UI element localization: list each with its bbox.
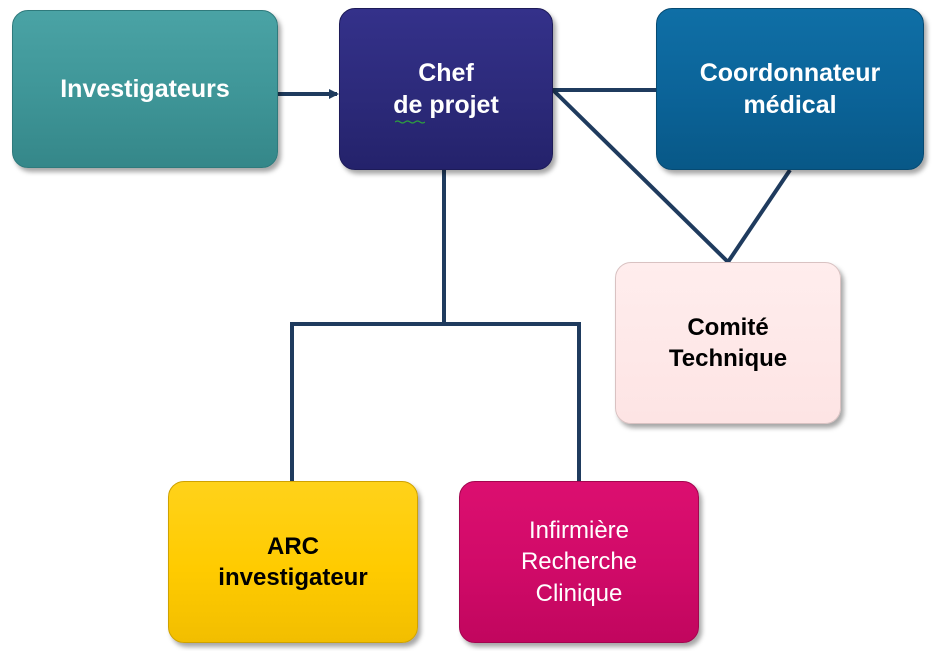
node-infirmiere-label-line-3: Clinique	[535, 579, 623, 607]
node-infirmiere-label-line-2: Recherche	[520, 548, 638, 576]
node-chef-label-line-2: de projet	[393, 89, 499, 124]
node-infirmiere-label-line-1: Infirmière	[528, 517, 630, 545]
edge-chef-to-arc	[290, 322, 444, 481]
edge-chef-to-comite	[551, 88, 730, 264]
node-comite-technique: Comité Technique	[615, 262, 841, 424]
node-coordonnateur-label-line-2: médical	[743, 91, 837, 119]
node-arc-label-line-2: investigateur	[218, 564, 368, 591]
node-arc-investigateur: ARC investigateur	[168, 481, 418, 643]
node-investigateurs-label: Investigateurs	[60, 74, 230, 103]
node-comite-label-line-1: Comité	[687, 313, 769, 341]
node-comite-label-line-2: Technique	[668, 345, 788, 372]
edge-chef-to-infirmiere	[444, 322, 581, 481]
node-chef-de-projet: Chef de projet	[339, 8, 553, 170]
node-investigateurs: Investigateurs	[12, 10, 278, 168]
node-coordonnateur-medical: Coordonnateur médical	[656, 8, 924, 170]
node-chef-label-line-2-text: de projet	[393, 91, 499, 119]
node-chef-label-line-1: Chef	[418, 58, 474, 87]
node-infirmiere-recherche-clinique: Infirmière Recherche Clinique	[459, 481, 699, 643]
node-arc-label-line-1: ARC	[267, 532, 319, 560]
spellcheck-underline-icon	[395, 119, 426, 124]
node-coordonnateur-label-line-1: Coordonnateur	[699, 58, 881, 87]
edge-coordonnateur-to-comite	[726, 168, 792, 264]
